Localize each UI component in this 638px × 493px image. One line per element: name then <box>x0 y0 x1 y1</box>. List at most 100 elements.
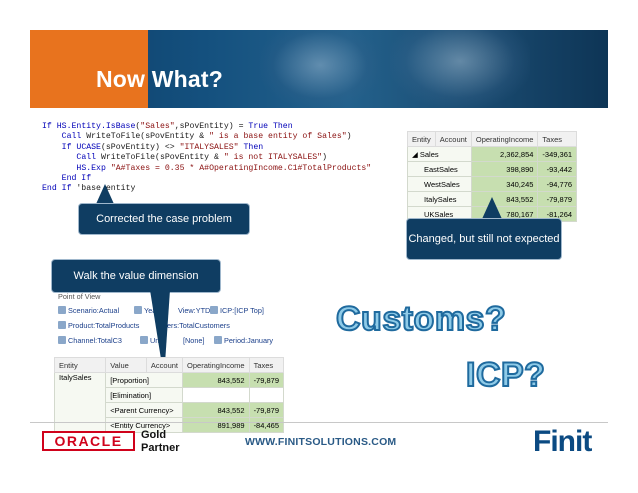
pov-icp-label: ICP:[ICP Top] <box>220 306 264 315</box>
col-taxes: Taxes <box>537 131 578 147</box>
code-token: UCASE <box>76 142 101 152</box>
dimension-icon <box>58 321 66 329</box>
callout-changed: Changed, but still not expected <box>406 218 562 260</box>
pov-view[interactable]: View:YTD <box>178 306 210 315</box>
table-row: ItalySales [Proportion] 843,552 -79,879 <box>53 372 285 433</box>
code-token: End If <box>42 184 72 194</box>
table-row: EastSales 398,890 -93,442 <box>407 161 578 177</box>
callout-pointer <box>482 197 502 219</box>
col-value: Value <box>105 357 147 373</box>
pov-none[interactable]: [None] <box>183 336 205 345</box>
pov-product-label: Product:TotalProducts <box>68 321 140 330</box>
photo-person-left <box>260 30 380 108</box>
icp-question: ICP? <box>465 355 546 395</box>
customs-question: Customs? <box>335 299 507 339</box>
slide-title: Now What? <box>96 66 223 92</box>
entity-results-grid: Entity Account OperatingIncome Taxes ◢ S… <box>407 131 578 222</box>
cell-operating-income: 891,989 <box>182 417 250 433</box>
accent-block <box>30 30 148 108</box>
col-taxes: Taxes <box>248 357 285 373</box>
code-token: HS.Exp <box>76 163 111 173</box>
icp-icon <box>210 306 218 314</box>
code-snippet: If HS.Entity.IsBase("Sales",sPovEntity) … <box>42 122 371 195</box>
pov-product[interactable]: Product:TotalProducts <box>58 321 139 330</box>
pov-scenario[interactable]: Scenario:Actual <box>58 306 119 315</box>
code-token: (sPovEntity) <> <box>100 142 180 152</box>
table-row: [Elimination] <box>55 387 285 403</box>
code-token: True Then <box>248 122 293 131</box>
code-token: " is a base entity of Sales" <box>209 132 347 142</box>
code-token: Call <box>76 153 101 163</box>
code-token: End If <box>61 174 92 184</box>
code-line: Call WriteToFile(sPovEntity & " is not I… <box>42 153 371 163</box>
row-label[interactable]: ◢ Sales <box>407 146 472 162</box>
code-line: End If 'base entity <box>42 184 371 194</box>
grid-header-row: Entity Value Account OperatingIncome Tax… <box>53 357 285 373</box>
calendar-icon <box>214 336 222 344</box>
partner-label: Partner <box>141 442 180 454</box>
row-label: ItalySales <box>407 191 472 207</box>
row-value: <Entity Currency> <box>105 417 184 433</box>
website-url[interactable]: WWW.FINITSOLUTIONS.COM <box>245 436 397 448</box>
code-token: "Sales" <box>140 122 175 131</box>
code-token: 'base <box>71 184 106 194</box>
cell-taxes: -79,879 <box>537 191 578 207</box>
header-banner: Now What? <box>30 30 608 108</box>
pov-period-label: Period:January <box>224 336 274 345</box>
cell-operating-income: 843,552 <box>182 402 250 418</box>
cell-taxes: -349,361 <box>537 146 578 162</box>
table-row: ItalySales 843,552 -79,879 <box>407 191 578 207</box>
photo-person-right <box>390 30 530 108</box>
cell-taxes: -94,776 <box>537 176 578 192</box>
callout-pointer <box>150 290 170 378</box>
code-token: WriteToFile(sPovEntity & <box>100 153 224 163</box>
row-label: EastSales <box>407 161 472 177</box>
pov-period[interactable]: Period:January <box>214 336 273 345</box>
col-operating-income: OperatingIncome <box>470 131 539 147</box>
callout-walk: Walk the value dimension <box>51 259 221 293</box>
pov-channel[interactable]: Channel:TotalC3 <box>58 336 122 345</box>
code-token: ) <box>346 132 352 142</box>
code-line: If HS.Entity.IsBase("Sales",sPovEntity) … <box>42 122 371 132</box>
code-token: ,sPovEntity) = <box>174 122 249 131</box>
table-row: ◢ Sales 2,362,854 -349,361 <box>407 146 578 162</box>
code-line: End If <box>42 174 371 184</box>
code-line: If UCASE(sPovEntity) <> "ITALYSALES" The… <box>42 143 371 153</box>
pov-customers[interactable]: ers:TotalCustomers <box>167 321 230 330</box>
dimension-icon <box>140 336 148 344</box>
cell-operating-income: 398,890 <box>470 161 539 177</box>
cell-taxes: -79,879 <box>248 402 285 418</box>
code-token: " is not ITALYSALES" <box>223 153 323 163</box>
row-value: [Elimination] <box>105 387 184 403</box>
code-token: ( <box>135 122 141 131</box>
cell-taxes: -93,442 <box>537 161 578 177</box>
dimension-icon <box>58 336 66 344</box>
row-value: [Proportion] <box>105 372 184 388</box>
code-token: entity <box>105 184 136 194</box>
code-token: "A#Taxes = 0.35 * A#OperatingIncome.C1#T… <box>110 163 372 173</box>
row-value: <Parent Currency> <box>105 402 184 418</box>
code-token: Call <box>61 132 87 142</box>
footer-divider <box>30 422 608 423</box>
code-token: HS.Entity.IsBase <box>56 122 136 131</box>
col-operating-income: OperatingIncome <box>182 357 250 373</box>
row-entity: ItalySales <box>53 372 107 433</box>
code-line: Call WriteToFile(sPovEntity & " is a bas… <box>42 132 371 142</box>
oracle-logo: ORACLE <box>42 431 135 451</box>
callout-pointer <box>96 184 114 204</box>
cell-operating-income: 2,362,854 <box>470 146 539 162</box>
gold-label: Gold <box>141 429 167 441</box>
partner-level: Gold Partner <box>141 429 180 455</box>
code-token: "ITALYSALES" <box>179 142 239 152</box>
col-account: Account <box>434 131 472 147</box>
code-token: If <box>61 142 77 152</box>
calendar-icon <box>134 306 142 314</box>
pov-icp[interactable]: ICP:[ICP Top] <box>210 306 264 315</box>
pov-none-label: [None] <box>183 336 205 345</box>
pov-customers-label: ers:TotalCustomers <box>167 321 230 330</box>
cell-operating-income <box>182 387 250 403</box>
callout-corrected: Corrected the case problem <box>78 203 250 235</box>
pov-view-label: View:YTD <box>178 306 211 315</box>
cell-taxes: -79,879 <box>248 372 285 388</box>
